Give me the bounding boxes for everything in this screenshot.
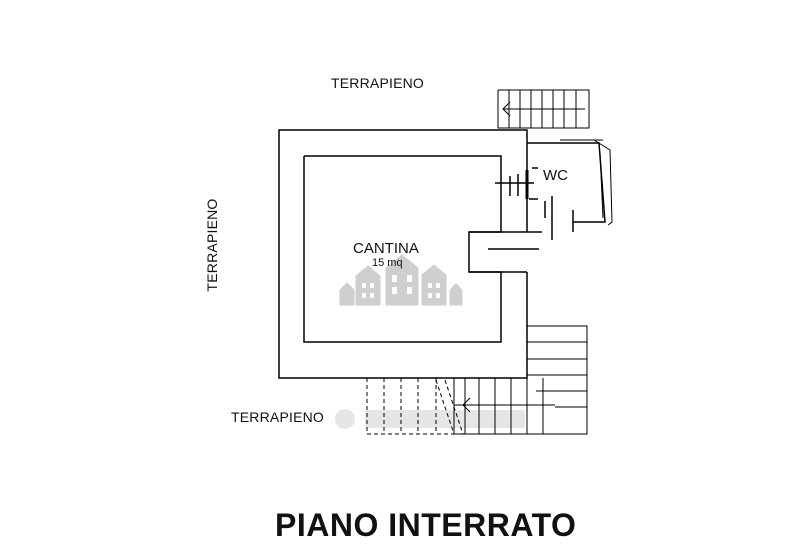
upper-staircase — [497, 89, 613, 226]
watermark-text — [335, 409, 525, 429]
lower-staircase — [453, 325, 588, 435]
cantina-label: CANTINA — [353, 240, 419, 257]
cantina-area-label: 15 mq — [372, 257, 403, 269]
walls — [278, 129, 606, 379]
wc-label: WC — [543, 167, 568, 184]
terrapieno-left-label: TERRAPIENO — [204, 198, 220, 292]
watermark-logo — [339, 254, 463, 306]
plan-title: PIANO INTERRATO — [275, 507, 577, 543]
dashed-steps — [366, 378, 464, 435]
outer-wall — [278, 129, 528, 379]
terrapieno-top-label: TERRAPIENO — [331, 75, 425, 91]
wc-wall — [527, 142, 606, 223]
terrapieno-bottom-label: TERRAPIENO — [231, 409, 325, 425]
